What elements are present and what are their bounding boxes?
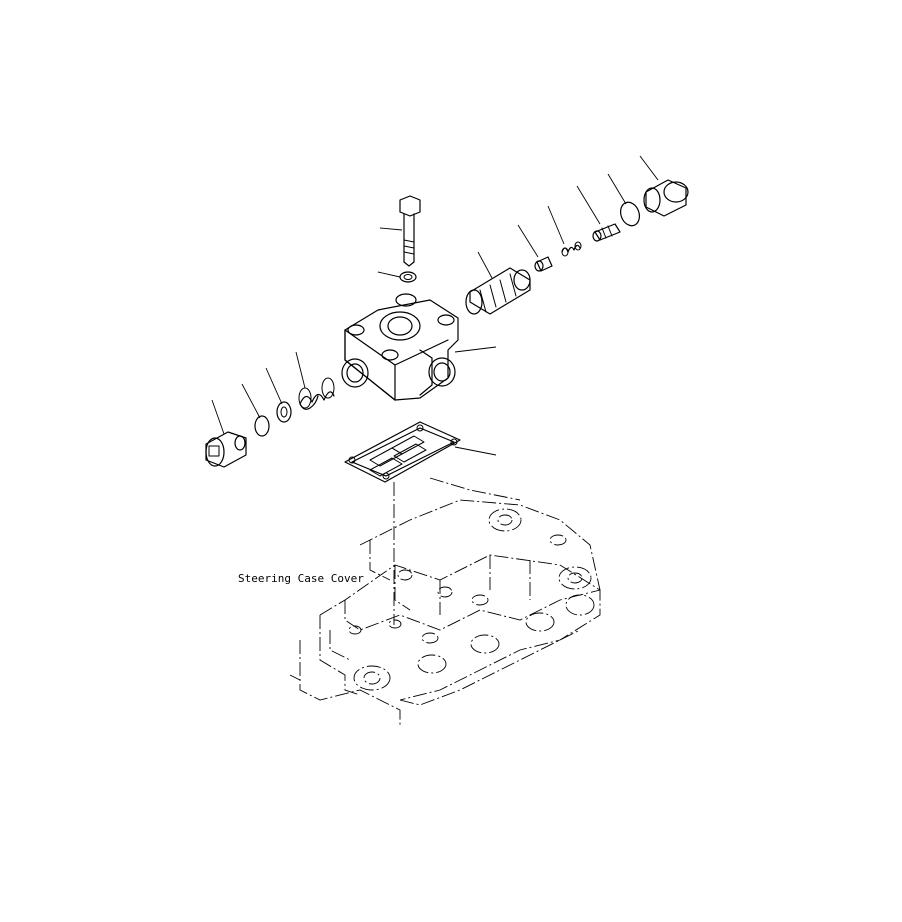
- steering-case-cover-outline: [289, 477, 601, 725]
- washer-left: [276, 401, 292, 423]
- washer: [399, 271, 417, 283]
- leader-lines: [211, 155, 659, 456]
- piston: [534, 256, 553, 272]
- o-ring-left: [254, 415, 270, 437]
- gasket: [344, 421, 461, 625]
- o-ring-right: [619, 201, 641, 227]
- small-spring: [561, 241, 582, 257]
- spool: [465, 267, 531, 315]
- large-spring: [298, 377, 335, 410]
- steering-case-cover-label: Steering Case Cover: [238, 572, 364, 585]
- plunger: [592, 223, 621, 242]
- plug-left: [205, 431, 247, 468]
- bolt: [399, 195, 421, 267]
- plug-right: [643, 179, 689, 217]
- valve-body: [341, 293, 459, 401]
